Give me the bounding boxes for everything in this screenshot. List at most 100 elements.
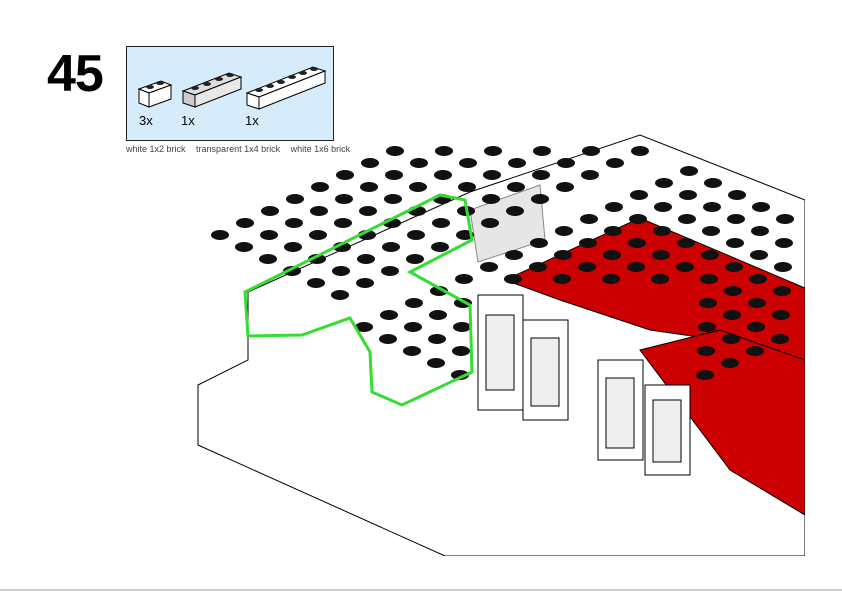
part-quantity: 1x	[181, 113, 195, 128]
stud	[484, 146, 502, 156]
stud	[379, 334, 397, 344]
stud	[696, 370, 714, 380]
stud	[631, 146, 649, 156]
stud	[286, 194, 304, 204]
stud	[774, 262, 792, 272]
stud	[410, 158, 428, 168]
stud	[578, 262, 596, 272]
stud	[434, 170, 452, 180]
stud	[700, 274, 718, 284]
studs	[211, 146, 794, 380]
step-number: 45	[47, 45, 104, 103]
stud	[728, 190, 746, 200]
stud	[775, 238, 793, 248]
stud	[532, 170, 550, 180]
stud	[307, 278, 325, 288]
stud	[629, 214, 647, 224]
parts-names: white 1x2 brick transparent 1x4 brick wh…	[126, 144, 386, 155]
stud	[355, 322, 373, 332]
stud	[749, 274, 767, 284]
stud	[627, 262, 645, 272]
brick-1x4-transparent-icon	[181, 72, 243, 108]
parts-list-panel: 3x 1x 1x	[126, 46, 334, 141]
part-name: white 1x2 brick	[126, 144, 186, 154]
stud	[726, 238, 744, 248]
stud	[504, 274, 522, 284]
stud	[407, 230, 425, 240]
stud	[580, 214, 598, 224]
stud	[531, 194, 549, 204]
stud	[335, 194, 353, 204]
stud	[382, 242, 400, 252]
stud	[772, 310, 790, 320]
stud	[530, 238, 548, 248]
stud	[776, 214, 794, 224]
stud	[654, 202, 672, 212]
stud	[701, 250, 719, 260]
stud	[359, 206, 377, 216]
stud	[529, 262, 547, 272]
stud	[429, 310, 447, 320]
stud	[432, 218, 450, 228]
stud	[409, 182, 427, 192]
stud	[507, 182, 525, 192]
stud	[385, 170, 403, 180]
stud	[676, 262, 694, 272]
part-quantity: 3x	[139, 113, 153, 128]
stud	[310, 206, 328, 216]
stud	[727, 214, 745, 224]
stud	[403, 346, 421, 356]
stud	[356, 278, 374, 288]
stud	[406, 254, 424, 264]
stud	[651, 274, 669, 284]
stud	[725, 262, 743, 272]
stud	[747, 322, 765, 332]
stud	[332, 266, 350, 276]
stud	[236, 218, 254, 228]
stud	[211, 230, 229, 240]
stud	[722, 334, 740, 344]
stud	[308, 254, 326, 264]
stud	[579, 238, 597, 248]
red-floor-lower	[639, 329, 805, 516]
stud	[435, 146, 453, 156]
stud	[430, 286, 448, 296]
stud	[698, 322, 716, 332]
stud	[458, 182, 476, 192]
stud	[454, 298, 472, 308]
brick-1x6-icon	[245, 66, 327, 110]
stud	[453, 322, 471, 332]
stud	[360, 182, 378, 192]
stud	[455, 274, 473, 284]
stud	[771, 334, 789, 344]
stud	[553, 274, 571, 284]
stud	[746, 346, 764, 356]
stud	[451, 370, 469, 380]
stud	[506, 206, 524, 216]
stud	[431, 242, 449, 252]
stud	[748, 298, 766, 308]
part-quantity: 1x	[245, 113, 259, 128]
stud	[724, 286, 742, 296]
stud	[655, 178, 673, 188]
stud	[533, 146, 551, 156]
stud	[704, 178, 722, 188]
stud	[555, 226, 573, 236]
stud	[556, 182, 574, 192]
stud	[554, 250, 572, 260]
stud	[404, 322, 422, 332]
stud	[697, 346, 715, 356]
stud	[235, 242, 253, 252]
stud	[699, 298, 717, 308]
stud	[751, 226, 769, 236]
stud	[630, 190, 648, 200]
stud	[357, 254, 375, 264]
stud	[605, 202, 623, 212]
stud	[723, 310, 741, 320]
stud	[459, 158, 477, 168]
stud	[309, 230, 327, 240]
stud	[652, 250, 670, 260]
stud	[604, 226, 622, 236]
stud	[628, 238, 646, 248]
